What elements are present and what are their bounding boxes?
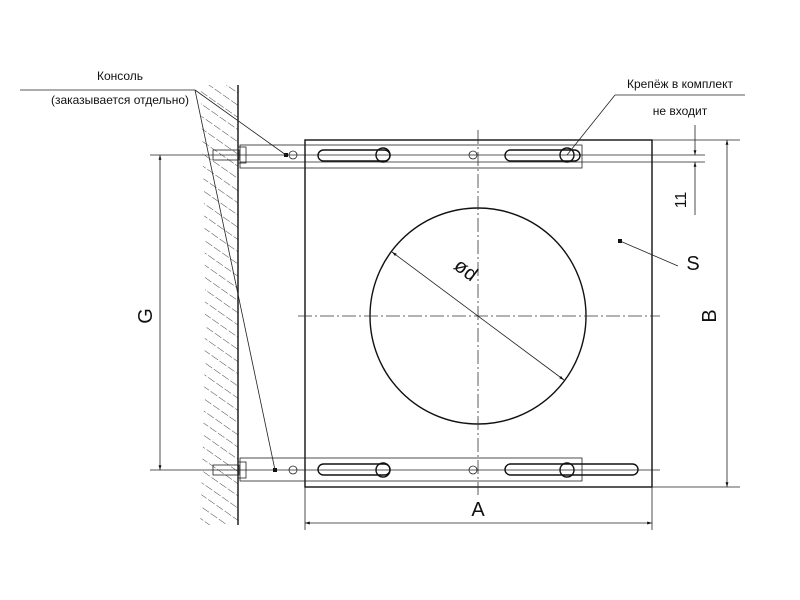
fasteners-note: не входит xyxy=(653,104,708,118)
console-label: Консоль xyxy=(97,69,143,83)
console-bottom xyxy=(150,457,660,482)
console-leader xyxy=(20,89,287,471)
fasteners-label: Крепёж в комплект xyxy=(627,77,733,91)
plate xyxy=(304,139,653,488)
thickness-label: S xyxy=(686,253,699,275)
dimension-b-label: B xyxy=(699,309,721,322)
fasteners-leader xyxy=(566,94,745,156)
diameter-line xyxy=(391,251,565,381)
dimension-11-label: 11 xyxy=(673,192,690,209)
dimension-a-label: A xyxy=(471,499,485,521)
console-note: (заказывается отдельно) xyxy=(51,93,189,107)
dimension-g-label: G xyxy=(135,308,157,324)
diameter-label: ød xyxy=(450,254,482,286)
s-leader xyxy=(619,240,679,267)
wall-hatch xyxy=(200,85,239,525)
